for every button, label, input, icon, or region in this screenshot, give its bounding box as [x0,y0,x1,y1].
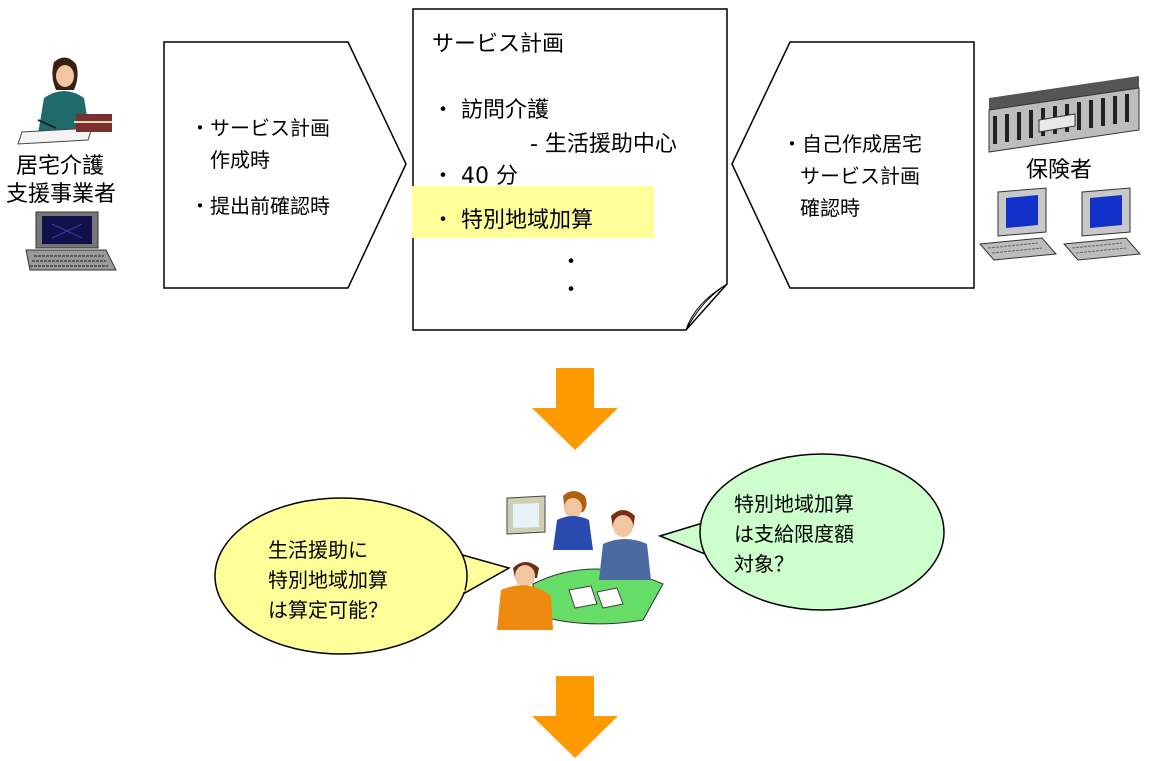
left-box-item1-line2: 作成時 [210,148,270,172]
plan-highlight [412,186,654,238]
office-building-icon [988,76,1140,153]
laptop-icon [25,211,117,271]
plan-item1-sub: - 生活援助中心 [530,132,677,157]
speech-bubble-right [657,453,945,611]
plan-item1: ・ 訪問介護 [432,98,549,123]
left-arrow-box [163,41,407,289]
meeting-people-icon [497,491,664,630]
bubble-right-line3: 対象？ [734,552,794,576]
plan-ellipsis-1: ・ [560,250,583,275]
speech-bubble-left [214,497,511,655]
insurer-label: 保険者 [1026,158,1093,183]
plan-item3: ・ 特別地域加算 [432,208,593,233]
bubble-left-line3: は算定可能？ [268,598,388,622]
left-box-item2: ・提出前確認時 [190,194,330,218]
provider-label-line1: 居宅介護 [16,154,105,179]
right-box-line3: 確認時 [800,196,860,220]
woman-at-desk-icon [17,57,112,145]
right-box-line2: サービス計画 [800,164,920,188]
right-box-line1: ・自己作成居宅 [782,132,922,156]
provider-label-line2: 支援事業者 [6,182,117,207]
plan-item2: ・ 40 分 [432,164,518,189]
right-arrow-box [731,41,975,289]
plan-ellipsis-2: ・ [560,278,583,303]
plan-title: サービス計画 [432,32,565,57]
bubble-right-line2: は支給限度額 [734,522,854,546]
left-box-item1-line1: ・サービス計画 [190,116,330,140]
down-arrow-1 [532,368,618,450]
bubble-left-line1: 生活援助に [268,538,368,562]
desktop-computer-icon [978,187,1142,261]
bubble-left-line2: 特別地域加算 [268,568,388,592]
bubble-right-line1: 特別地域加算 [734,492,854,516]
down-arrow-2 [532,676,618,758]
plan-document [412,8,728,331]
